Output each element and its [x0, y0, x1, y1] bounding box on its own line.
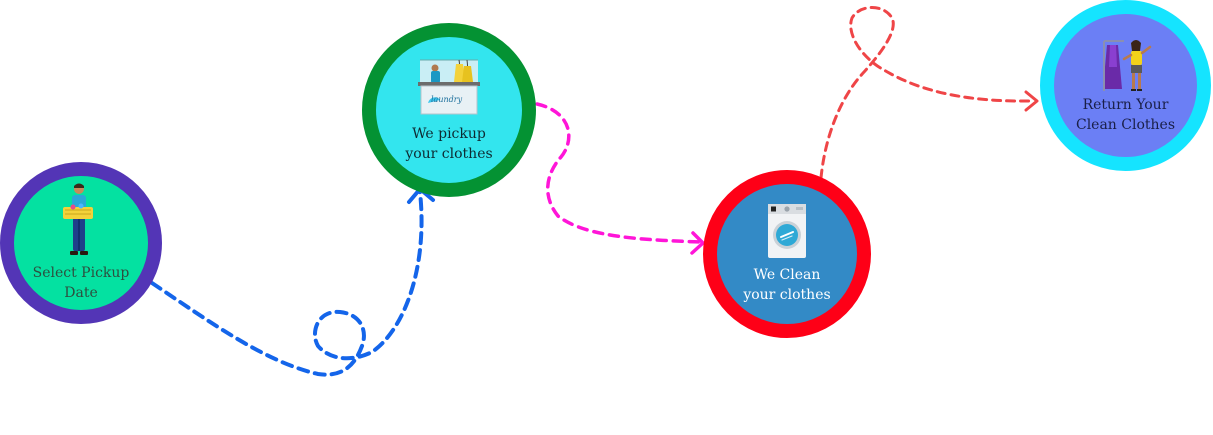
- step-we-pickup-your-clothes: laundry We pickup your clothes: [362, 23, 536, 197]
- arrowhead-step4: [1024, 90, 1039, 112]
- step-return-your-clean-clothes: Return Your Clean Clothes: [1040, 0, 1211, 171]
- washing-machine-icon: [768, 204, 806, 258]
- step-label: Return Your Clean Clothes: [1075, 96, 1176, 133]
- connector-step2-to-step3: [535, 102, 702, 244]
- laundry-counter-icon: laundry: [418, 59, 480, 115]
- connector-step3-to-step4: [819, 6, 1032, 180]
- laundry-logo-text: laundry: [431, 95, 463, 104]
- step-label: We Clean your clothes: [743, 267, 831, 303]
- step-label: We pickup your clothes: [405, 126, 493, 162]
- man-holding-laundry-basket-icon: [63, 183, 93, 255]
- woman-with-garment-rack-icon: [1102, 39, 1151, 91]
- connector-step1-to-step2: [150, 190, 424, 377]
- step-label: Select Pickup Date: [32, 265, 130, 301]
- step-we-clean-your-clothes: We Clean your clothes: [703, 170, 871, 338]
- step-select-pickup-date: Select Pickup Date: [0, 162, 162, 324]
- arrowhead-step3: [690, 231, 705, 255]
